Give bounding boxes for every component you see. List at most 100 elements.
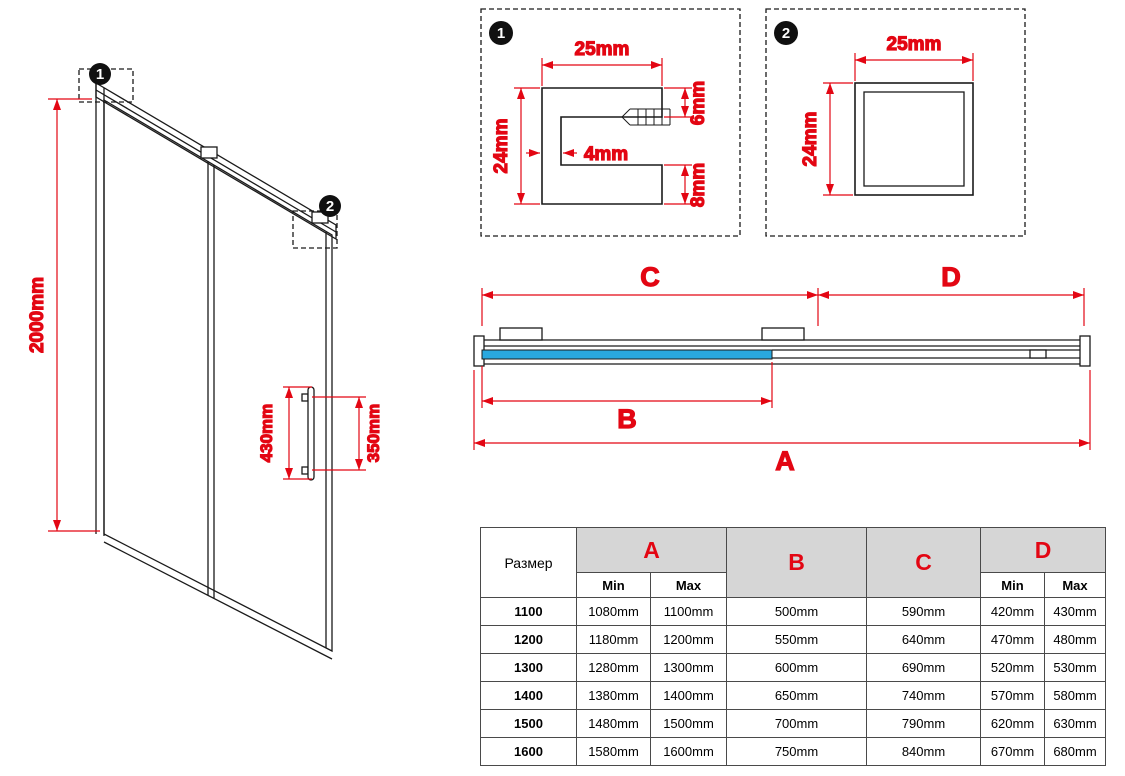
detail-1: 1 25mm 24mm 6m [480,8,741,237]
dimension-c: C [481,261,819,326]
cell-d-min: 520mm [980,653,1045,682]
door-structure [95,81,337,660]
square-height-label: 24mm [800,112,821,167]
cell-size: 1500 [480,709,577,738]
cell-size: 1300 [480,653,577,682]
door-isometric-view: 1 2 2000mm 430mm 350mm [26,63,384,660]
header-d-max: Max [1044,572,1106,598]
cell-size: 1100 [480,597,577,626]
sliding-glass-plan [481,349,773,360]
cell-a-min: 1580mm [576,737,651,766]
detail-2-number: 2 [782,25,790,42]
cell-d-min: 670mm [980,737,1045,766]
cell-a-max: 1200mm [650,625,727,654]
wall-bracket [1029,349,1047,359]
cell-a-max: 1100mm [650,597,727,626]
header-a: A [576,527,727,573]
dimension-door-height: 2000mm [26,98,100,532]
cell-b: 650mm [726,681,867,710]
detail-2-badge [774,21,798,45]
cell-d-max: 680mm [1044,737,1106,766]
callout-1-number: 1 [96,66,104,83]
dimension-profile-width: 25mm [541,38,663,86]
dimension-a: A [473,370,1091,477]
header-b: B [726,527,867,598]
dim-c-label: C [640,262,660,292]
header-a-max: Max [650,572,727,598]
cell-a-min: 1080mm [576,597,651,626]
cell-a-max: 1500mm [650,709,727,738]
cell-d-max: 630mm [1044,709,1106,738]
end-cap-right [1079,335,1091,367]
dim-a-label: A [775,446,795,476]
slot-label: 4mm [584,144,628,165]
callout-1-badge [89,63,111,85]
dimension-slot: 4mm [526,143,629,166]
cell-a-min: 1280mm [576,653,651,682]
detail-2-border [765,8,1026,237]
roller-carriage-left [499,327,543,341]
cell-d-max: 430mm [1044,597,1106,626]
plan-view: C D B A [473,261,1091,477]
cell-c: 590mm [866,597,981,626]
profile-height-label: 24mm [491,119,512,174]
square-width-label: 25mm [887,34,942,55]
cell-a-min: 1380mm [576,681,651,710]
callout-2-marker: 2 [292,195,341,249]
dimension-b: B [481,362,773,435]
bottom-rail [103,541,333,660]
door-height-label: 2000mm [27,277,48,353]
cell-c: 740mm [866,681,981,710]
bottom-wall-label: 8mm [688,163,709,207]
handle-mount-bottom [301,466,309,475]
cell-c: 840mm [866,737,981,766]
cell-b: 600mm [726,653,867,682]
glass-panel [103,98,333,653]
header-d: D [980,527,1106,573]
handle-mount-top [301,393,309,402]
dimension-bottom-wall: 8mm [664,162,710,208]
profile-width-label: 25mm [575,39,630,60]
dimension-top-wall: 6mm [664,80,710,126]
square-profile-outer [854,82,974,196]
cell-d-min: 470mm [980,625,1045,654]
header-d-min: Min [980,572,1045,598]
dimension-handle-holes: 350mm [312,396,384,471]
callout-2-badge [319,195,341,217]
dimension-d: D [818,261,1085,326]
cell-size: 1200 [480,625,577,654]
cell-b: 500mm [726,597,867,626]
cell-c: 640mm [866,625,981,654]
cell-size: 1400 [480,681,577,710]
wall-profile-section [541,87,663,205]
dimension-square-height: 24mm [799,82,853,196]
header-size: Размер [480,527,577,598]
dimension-square-width: 25mm [854,33,974,81]
dimension-handle-length: 430mm [256,386,312,480]
table-subheader-row: Min Max Min Max [481,572,1106,598]
dim-d-label: D [941,262,961,292]
header-c: C [866,527,981,598]
cell-d-min: 620mm [980,709,1045,738]
square-profile-inner [863,91,965,187]
cell-c: 690mm [866,653,981,682]
roller-left [200,146,218,159]
cell-a-max: 1600mm [650,737,727,766]
cell-d-max: 530mm [1044,653,1106,682]
cell-d-min: 420mm [980,597,1045,626]
cell-a-max: 1300mm [650,653,727,682]
cell-a-min: 1480mm [576,709,651,738]
detail-1-border [480,8,741,237]
detail-1-number: 1 [497,25,505,42]
roller-carriage-right [761,327,805,341]
callout-2-number: 2 [326,198,334,215]
cell-b: 550mm [726,625,867,654]
cell-b: 750mm [726,737,867,766]
cell-a-min: 1180mm [576,625,651,654]
